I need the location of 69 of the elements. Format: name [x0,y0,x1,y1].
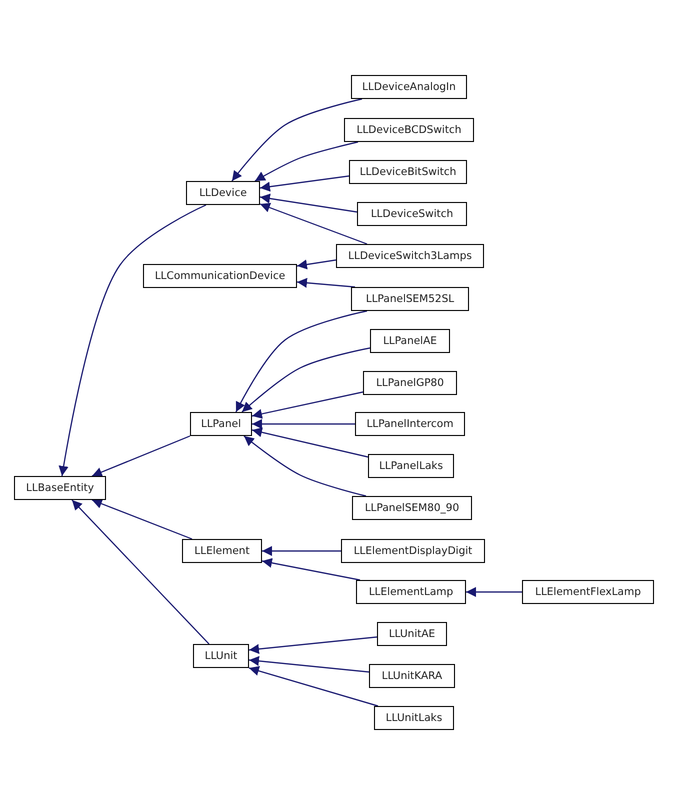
inheritance-arrow [466,587,522,597]
inheritance-arrow [235,310,368,412]
class-box [370,329,450,353]
class-box [182,539,262,563]
inheritance-arrow [262,558,360,581]
class-name: LLCommunicationDevice [154,270,286,282]
inheritance-arrow [254,141,358,182]
inheritance-arrow [242,347,370,412]
class-name: LLElementDisplayDigit [354,545,472,557]
class-box [368,454,454,478]
class-box [336,244,484,268]
inheritance-arrow [262,546,341,556]
inheritance-arrow [252,427,368,458]
class-name: LLDeviceBitSwitch [360,166,456,178]
inheritance-arrow [260,202,368,245]
class-name: LLDeviceAnalogIn [362,81,456,93]
class-box [363,371,457,395]
class-name: LLUnitKARA [382,670,442,682]
class-box [143,264,297,288]
class-box [377,622,447,646]
inheritance-arrow [232,98,362,182]
class-name: LLPanelSEM52SL [366,293,454,305]
class-box [369,664,455,688]
class-box [193,644,249,668]
class-box [349,160,467,184]
class-name: LLDeviceSwitch [370,208,454,220]
class-name: LLDeviceSwitch3Lamps [348,250,472,262]
class-name: LLPanelAE [383,335,437,347]
inheritance-arrow [244,436,366,497]
class-name: LLPanelGP80 [376,377,444,389]
class-box [355,412,465,436]
class-name: LLBaseEntity [26,482,94,494]
class-name: LLUnitLaks [386,712,442,724]
class-box [190,412,252,436]
inheritance-arrow [92,435,190,477]
inheritance-arrow [252,419,355,429]
class-box [341,539,485,563]
inheritance-arrow [260,194,358,213]
class-box [352,496,472,520]
class-name: LLUnit [204,650,238,662]
class-box [351,75,467,99]
class-box [356,580,466,604]
class-box [357,202,467,226]
class-box [14,476,106,500]
class-name: LLElementLamp [368,586,454,598]
class-box [344,118,474,142]
class-name: LLElementFlexLamp [535,586,641,598]
class-name: LLDevice [199,187,247,199]
inheritance-arrow [248,666,378,707]
class-name: LLPanelIntercom [366,418,454,430]
class-name: LLPanelLaks [379,460,443,472]
inheritance-arrow [58,204,206,476]
class-box [374,706,454,730]
inheritance-arrow [296,259,336,270]
inheritance-arrow [260,175,350,192]
class-name: LLUnitAE [388,628,436,640]
class-box [186,181,260,205]
class-name: LLPanel [200,418,242,430]
class-box [351,287,469,311]
class-name: LLDeviceBCDSwitch [356,124,462,136]
class-box [522,580,654,604]
inheritance-arrow [248,656,370,673]
inheritance-arrow [72,500,210,644]
inheritance-arrow [252,391,364,419]
class-name: LLElement [194,545,250,557]
inheritance-arrow [92,498,192,540]
class-name: LLPanelSEM80_90 [364,502,460,514]
inheritance-arrow [248,636,378,654]
inheritance-arrow [296,278,356,288]
